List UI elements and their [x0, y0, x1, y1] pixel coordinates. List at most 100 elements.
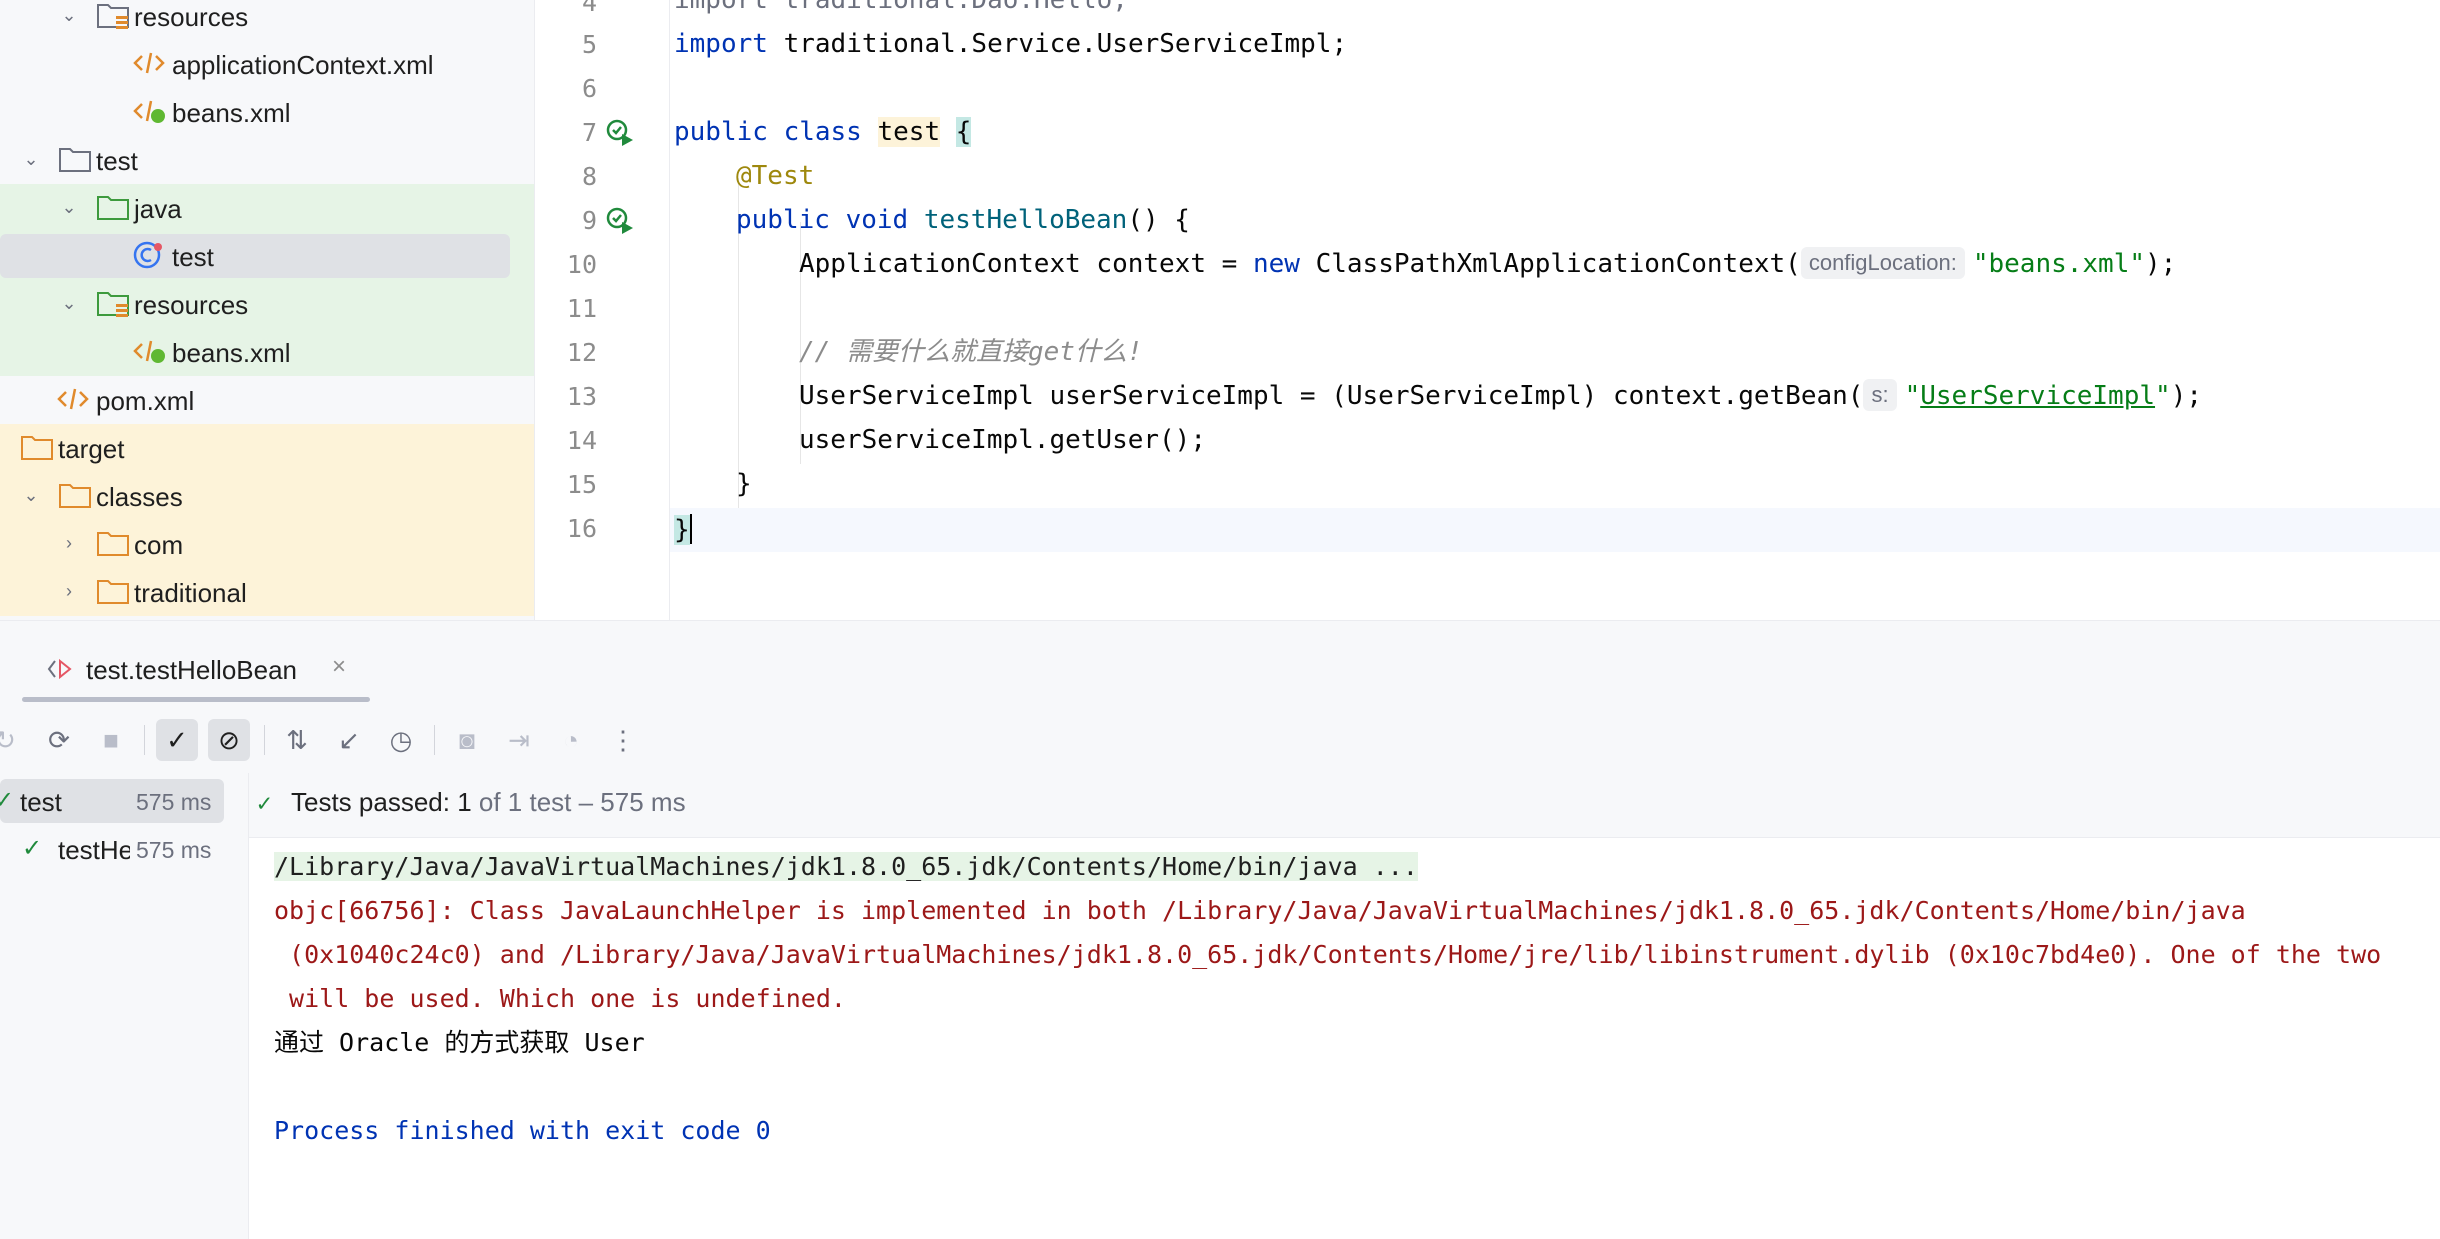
- tree-item-label: classes: [96, 482, 183, 512]
- passed-check-icon: ✓: [22, 835, 43, 862]
- passed-check-icon: ✓: [257, 789, 272, 817]
- chevron-down-icon[interactable]: ⌄: [23, 149, 39, 169]
- test-name: test: [20, 787, 62, 817]
- tree-item-com[interactable]: › com: [0, 520, 534, 568]
- toolbar-separator: [144, 725, 145, 755]
- stop-icon[interactable]: ■: [103, 724, 119, 755]
- run-tool-window: test.testHelloBean × ↻ ⟳ ■ ✓ ⊘ ⇅ ↙ ◷ ◙ ⇥…: [0, 620, 2440, 1239]
- tree-item-traditional[interactable]: › traditional: [0, 568, 534, 616]
- chevron-down-icon[interactable]: ⌄: [61, 197, 77, 217]
- keyword: public class: [674, 117, 862, 147]
- run-test-gutter-icon[interactable]: [605, 118, 635, 148]
- run-tab-label: test.testHelloBean: [86, 655, 298, 685]
- selection-highlight: [0, 234, 510, 278]
- code-text: userServiceImpl.getUser();: [799, 425, 1206, 455]
- line-number: 14: [566, 426, 597, 455]
- chevron-right-icon[interactable]: ›: [66, 533, 72, 553]
- annotation: @Test: [736, 161, 815, 191]
- toolbar-separator: [264, 725, 265, 755]
- tree-item-classes[interactable]: ⌄ classes: [0, 472, 534, 520]
- keyword: public void: [736, 205, 909, 235]
- tree-item-label: resources: [134, 2, 249, 32]
- collapse-icon[interactable]: ↙: [338, 724, 360, 755]
- import-icon[interactable]: ⇥: [508, 724, 530, 755]
- bean-reference-link[interactable]: UserServiceImpl: [1920, 381, 2156, 411]
- run-tab-bar: test.testHelloBean ×: [0, 621, 2440, 702]
- tree-item-pom-xml[interactable]: pom.xml: [0, 376, 534, 424]
- line-number: 5: [581, 30, 597, 59]
- code-line-15: }: [736, 462, 752, 506]
- tree-item-label: resources: [134, 290, 249, 320]
- code-comment: // 需要什么就直接get什么!: [799, 337, 1143, 367]
- tree-item-label: test: [96, 146, 138, 176]
- show-passed-toggle-icon[interactable]: ✓: [156, 719, 198, 761]
- command-line-link[interactable]: /Library/Java/JavaVirtualMachines/jdk1.8…: [274, 852, 1418, 881]
- text-cursor: [689, 514, 692, 544]
- code-line-4: import traditional.Dao.Hello;: [674, 0, 1128, 22]
- test-status-text: Tests passed: 1 of 1 test – 575 ms: [291, 787, 686, 818]
- history-icon[interactable]: ◷: [389, 724, 413, 755]
- code-text: );: [2170, 381, 2202, 411]
- resources-folder-icon: [97, 4, 129, 29]
- line-number: 6: [581, 74, 597, 103]
- folder-icon: [97, 532, 129, 556]
- status-prefix: Tests passed:: [291, 787, 458, 817]
- rerun-failed-icon[interactable]: ⟳: [48, 724, 70, 755]
- class-name: test: [877, 117, 941, 147]
- code-line-8: @Test: [736, 154, 814, 198]
- console-line: will be used. Which one is undefined.: [274, 984, 846, 1013]
- test-results-tree: ✓ test 575 ms ✓ testHelloBean 575 ms: [0, 773, 249, 1239]
- camera-icon[interactable]: ◙: [459, 724, 475, 755]
- chevron-down-icon[interactable]: ⌄: [23, 485, 39, 505]
- code-text: import traditional.Dao.Hello;: [674, 0, 1128, 15]
- tree-item-test-resources[interactable]: ⌄ resources: [0, 280, 534, 328]
- line-number: 15: [566, 470, 597, 499]
- tree-item-label: applicationContext.xml: [172, 50, 434, 80]
- brace: {: [955, 117, 972, 147]
- keyword: import: [674, 29, 768, 59]
- tree-item-label: java: [134, 194, 182, 224]
- tree-item-label: test: [172, 242, 214, 272]
- coverage-icon[interactable]: ◔: [563, 724, 579, 755]
- test-result-row[interactable]: ✓ testHelloBean 575 ms: [0, 827, 224, 871]
- run-test-gutter-icon[interactable]: [605, 206, 635, 236]
- code-line-16: }: [674, 508, 692, 552]
- show-ignored-toggle-icon[interactable]: ⊘: [208, 719, 250, 761]
- close-icon[interactable]: ×: [332, 653, 347, 680]
- code-line-12: // 需要什么就直接get什么!: [799, 330, 1143, 374]
- tree-item-label: com: [134, 530, 184, 560]
- test-time: 575 ms: [136, 837, 212, 863]
- project-tree: ⌄ resources applicationContext.xml beans…: [0, 0, 535, 620]
- chevron-down-icon[interactable]: ⌄: [61, 5, 77, 25]
- tree-item-resources[interactable]: ⌄ resources: [0, 0, 534, 40]
- sort-icon[interactable]: ⇅: [286, 724, 308, 755]
- test-class-icon: [133, 241, 162, 269]
- parameter-hint: s:: [1863, 379, 1897, 411]
- run-toolbar: ↻ ⟳ ■ ✓ ⊘ ⇅ ↙ ◷ ◙ ⇥ ◔ ⋮: [0, 711, 2440, 771]
- console-output[interactable]: ✓ Tests passed: 1 of 1 test – 575 ms /Li…: [249, 773, 2440, 1239]
- tree-item-test-beans-xml[interactable]: beans.xml: [0, 328, 534, 376]
- test-status-bar: ✓ Tests passed: 1 of 1 test – 575 ms: [249, 773, 2440, 838]
- code-editor[interactable]: 4 5 6 7 8 9 10 11 12 13 14 15 16 import …: [535, 0, 2440, 620]
- console-line: objc[66756]: Class JavaLaunchHelper is i…: [274, 896, 2246, 925]
- line-number: 11: [566, 294, 597, 323]
- string-quote: ": [2155, 381, 2171, 411]
- tree-item-java[interactable]: ⌄ java: [0, 184, 534, 232]
- line-number: 10: [566, 250, 597, 279]
- line-number: 13: [566, 382, 597, 411]
- chevron-down-icon[interactable]: ⌄: [61, 293, 77, 313]
- test-name: testHelloBean: [58, 835, 130, 865]
- tree-item-test-class[interactable]: test: [0, 232, 534, 280]
- tree-item-label: traditional: [134, 578, 247, 608]
- tree-item-beans-xml[interactable]: beans.xml: [0, 88, 534, 136]
- parameter-hint: configLocation:: [1800, 247, 1965, 279]
- tree-item-target[interactable]: target: [0, 424, 534, 472]
- rerun-icon[interactable]: ↻: [0, 724, 16, 755]
- tree-item-applicationcontext-xml[interactable]: applicationContext.xml: [0, 40, 534, 88]
- tree-item-test-folder[interactable]: ⌄ test: [0, 136, 534, 184]
- console-line: 通过 Oracle 的方式获取 User: [274, 1028, 645, 1057]
- tab-scrollbar[interactable]: [22, 697, 370, 702]
- more-options-icon[interactable]: ⋮: [610, 724, 636, 755]
- test-result-row[interactable]: ✓ test 575 ms: [0, 779, 224, 823]
- chevron-right-icon[interactable]: ›: [66, 581, 72, 601]
